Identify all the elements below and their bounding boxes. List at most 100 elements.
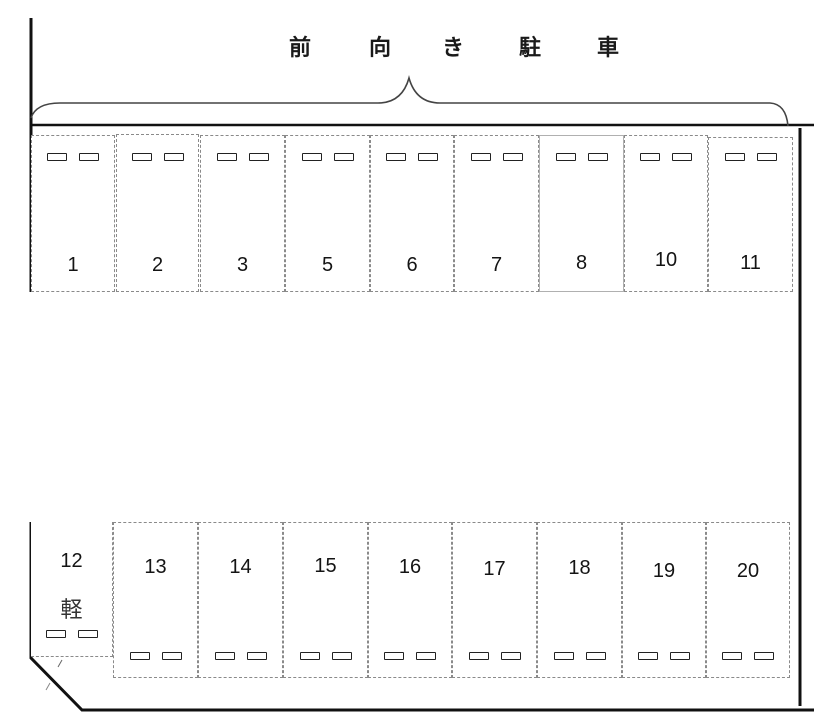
wheel-stops	[371, 153, 453, 161]
wheel-stops	[707, 652, 789, 660]
stall-number: 15	[314, 555, 337, 577]
wheel-stop-icon	[131, 153, 152, 161]
parking-stall-20[interactable]: 20	[706, 522, 790, 678]
wheel-stop-icon	[416, 652, 436, 660]
stall-number: 13	[144, 556, 167, 578]
parking-stall-6[interactable]: 6	[370, 135, 454, 292]
wheel-stop-icon	[754, 652, 774, 660]
stall-number: 12	[60, 550, 83, 572]
wheel-stop-icon	[553, 652, 574, 660]
stall-number: 6	[406, 254, 418, 276]
stall-number: 8	[575, 252, 588, 274]
wheel-stop-icon	[670, 652, 690, 660]
diagram-title: 前 向 き 駐 車	[0, 30, 814, 70]
wheel-stop-icon	[468, 652, 489, 660]
wheel-stops	[623, 652, 705, 660]
wheel-stop-icon	[45, 630, 66, 638]
wheel-stops	[114, 652, 197, 660]
wheel-stop-icon	[331, 652, 352, 660]
wheel-stop-icon	[722, 652, 742, 660]
stall-number: 2	[151, 254, 164, 276]
parking-stall-5[interactable]: 5	[285, 135, 370, 292]
wheel-stop-icon	[77, 630, 98, 638]
wheel-stops	[201, 153, 284, 161]
wheel-stop-icon	[502, 153, 523, 161]
wheel-stop-icon	[640, 153, 660, 161]
wheel-stop-icon	[384, 652, 404, 660]
wheel-stop-icon	[585, 652, 606, 660]
wheel-stops	[199, 652, 282, 660]
stall-number: 19	[652, 560, 676, 582]
stall-number: 17	[483, 558, 506, 580]
parking-stall-13[interactable]: 13	[113, 522, 198, 678]
stall-number: 18	[568, 557, 591, 579]
parking-stall-15[interactable]: 15	[283, 522, 368, 678]
title-char: き	[441, 36, 465, 61]
wheel-stop-icon	[672, 153, 692, 161]
wheel-stop-icon	[129, 652, 150, 660]
parking-stall-14[interactable]: 14	[198, 522, 283, 678]
parking-stall-10[interactable]: 10	[624, 135, 708, 292]
wheel-stop-icon	[246, 652, 267, 660]
wheel-stop-icon	[500, 652, 521, 660]
wheel-stop-icon	[587, 153, 608, 161]
wheel-stops	[369, 652, 451, 660]
wheel-stops	[286, 153, 369, 161]
wheel-stop-icon	[418, 153, 438, 161]
stall-number: 1	[67, 254, 79, 276]
wheel-stops	[625, 153, 707, 161]
wheel-stops	[31, 630, 112, 638]
wheel-stop-icon	[555, 153, 576, 161]
parking-stall-18[interactable]: 18	[537, 522, 622, 678]
parking-stall-2[interactable]: 2	[116, 134, 199, 292]
wheel-stop-icon	[47, 153, 67, 161]
parking-stall-12-kei[interactable]: 12 軽	[31, 522, 113, 657]
parking-stall-3[interactable]: 3	[200, 135, 285, 292]
wheel-stops	[453, 652, 536, 660]
stall-number: 16	[398, 556, 422, 578]
parking-stall-8[interactable]: 8	[539, 135, 624, 292]
wheel-stop-icon	[470, 153, 491, 161]
title-char: 前	[288, 36, 312, 61]
title-char: 車	[596, 36, 620, 61]
stall-number: 11	[740, 252, 761, 274]
parking-stall-1[interactable]: 1	[31, 135, 115, 292]
wheel-stops	[455, 153, 538, 161]
stall-number: 20	[736, 560, 760, 582]
wheel-stop-icon	[299, 652, 320, 660]
tick-mark	[45, 682, 51, 691]
wheel-stops	[540, 153, 623, 161]
stall-number: 14	[229, 556, 252, 578]
wheel-stops	[117, 153, 198, 161]
wheel-stop-icon	[386, 153, 406, 161]
wheel-stop-icon	[163, 153, 184, 161]
tick-mark	[57, 659, 63, 668]
stall-number: 7	[490, 254, 503, 276]
parking-stall-17[interactable]: 17	[452, 522, 537, 678]
wheel-stop-icon	[724, 153, 745, 161]
wheel-stop-icon	[638, 652, 658, 660]
parking-stall-19[interactable]: 19	[622, 522, 706, 678]
brace-bracket	[30, 75, 789, 127]
stall-number: 5	[321, 254, 334, 276]
wheel-stop-icon	[79, 153, 99, 161]
wheel-stops	[284, 652, 367, 660]
wheel-stops	[32, 153, 114, 161]
parking-stall-16[interactable]: 16	[368, 522, 452, 678]
wheel-stop-icon	[756, 153, 777, 161]
parking-stall-11[interactable]: 11	[708, 137, 793, 292]
wheel-stops	[709, 153, 792, 161]
wheel-stop-icon	[216, 153, 237, 161]
wheel-stop-icon	[214, 652, 235, 660]
title-char: 向	[368, 36, 392, 61]
wheel-stops	[538, 652, 621, 660]
kei-car-label: 軽	[60, 598, 83, 623]
title-char: 駐	[518, 36, 542, 61]
parking-stall-7[interactable]: 7	[454, 135, 539, 292]
stall-number: 3	[236, 254, 249, 276]
stall-number: 10	[654, 249, 678, 271]
wheel-stop-icon	[301, 153, 322, 161]
wheel-stop-icon	[248, 153, 269, 161]
wheel-stop-icon	[333, 153, 354, 161]
wheel-stop-icon	[161, 652, 182, 660]
